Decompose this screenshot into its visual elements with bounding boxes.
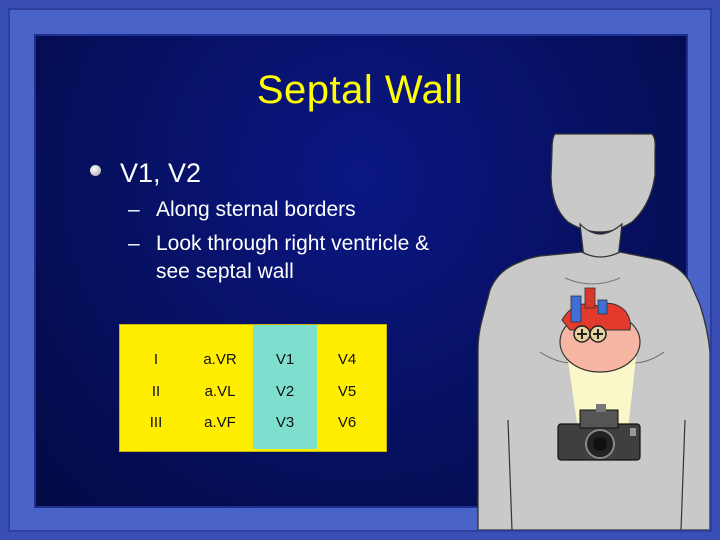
lead-cell: V3 bbox=[275, 414, 295, 431]
torso-illustration bbox=[477, 133, 710, 530]
lead-cell: V2 bbox=[275, 383, 295, 400]
sub-bullet-3: see septal wall bbox=[128, 259, 488, 285]
lead-cell: V6 bbox=[337, 414, 357, 431]
lead-cell: II bbox=[151, 383, 161, 400]
lead-cell: V5 bbox=[337, 383, 357, 400]
sub-bullet-1: – Along sternal borders bbox=[128, 197, 488, 223]
camera-icon bbox=[557, 404, 641, 461]
lead-cell: I bbox=[153, 351, 159, 368]
dash-marker: – bbox=[128, 232, 140, 255]
sub-bullet-2: – Look through right ventricle & bbox=[128, 231, 488, 257]
sub-bullet-text: Look through right ventricle & bbox=[156, 232, 430, 255]
slide-title: Septal Wall bbox=[256, 68, 464, 112]
lead-cell: V1 bbox=[275, 351, 295, 368]
lead-cell: III bbox=[149, 414, 163, 431]
lead-cell: a.VR bbox=[203, 351, 237, 368]
dash-marker: – bbox=[128, 198, 140, 221]
sub-bullet-text: Along sternal borders bbox=[156, 198, 356, 221]
sub-bullet-text: see septal wall bbox=[156, 260, 294, 283]
lead-cell: a.VL bbox=[204, 383, 236, 400]
main-bullet: V1, V2 bbox=[120, 158, 202, 188]
highlighted-column bbox=[253, 325, 317, 449]
plus-electrode-icon bbox=[573, 325, 607, 343]
bullet-icon bbox=[90, 165, 101, 176]
lead-cell: V4 bbox=[337, 351, 357, 368]
lead-cell: a.VF bbox=[204, 414, 236, 431]
